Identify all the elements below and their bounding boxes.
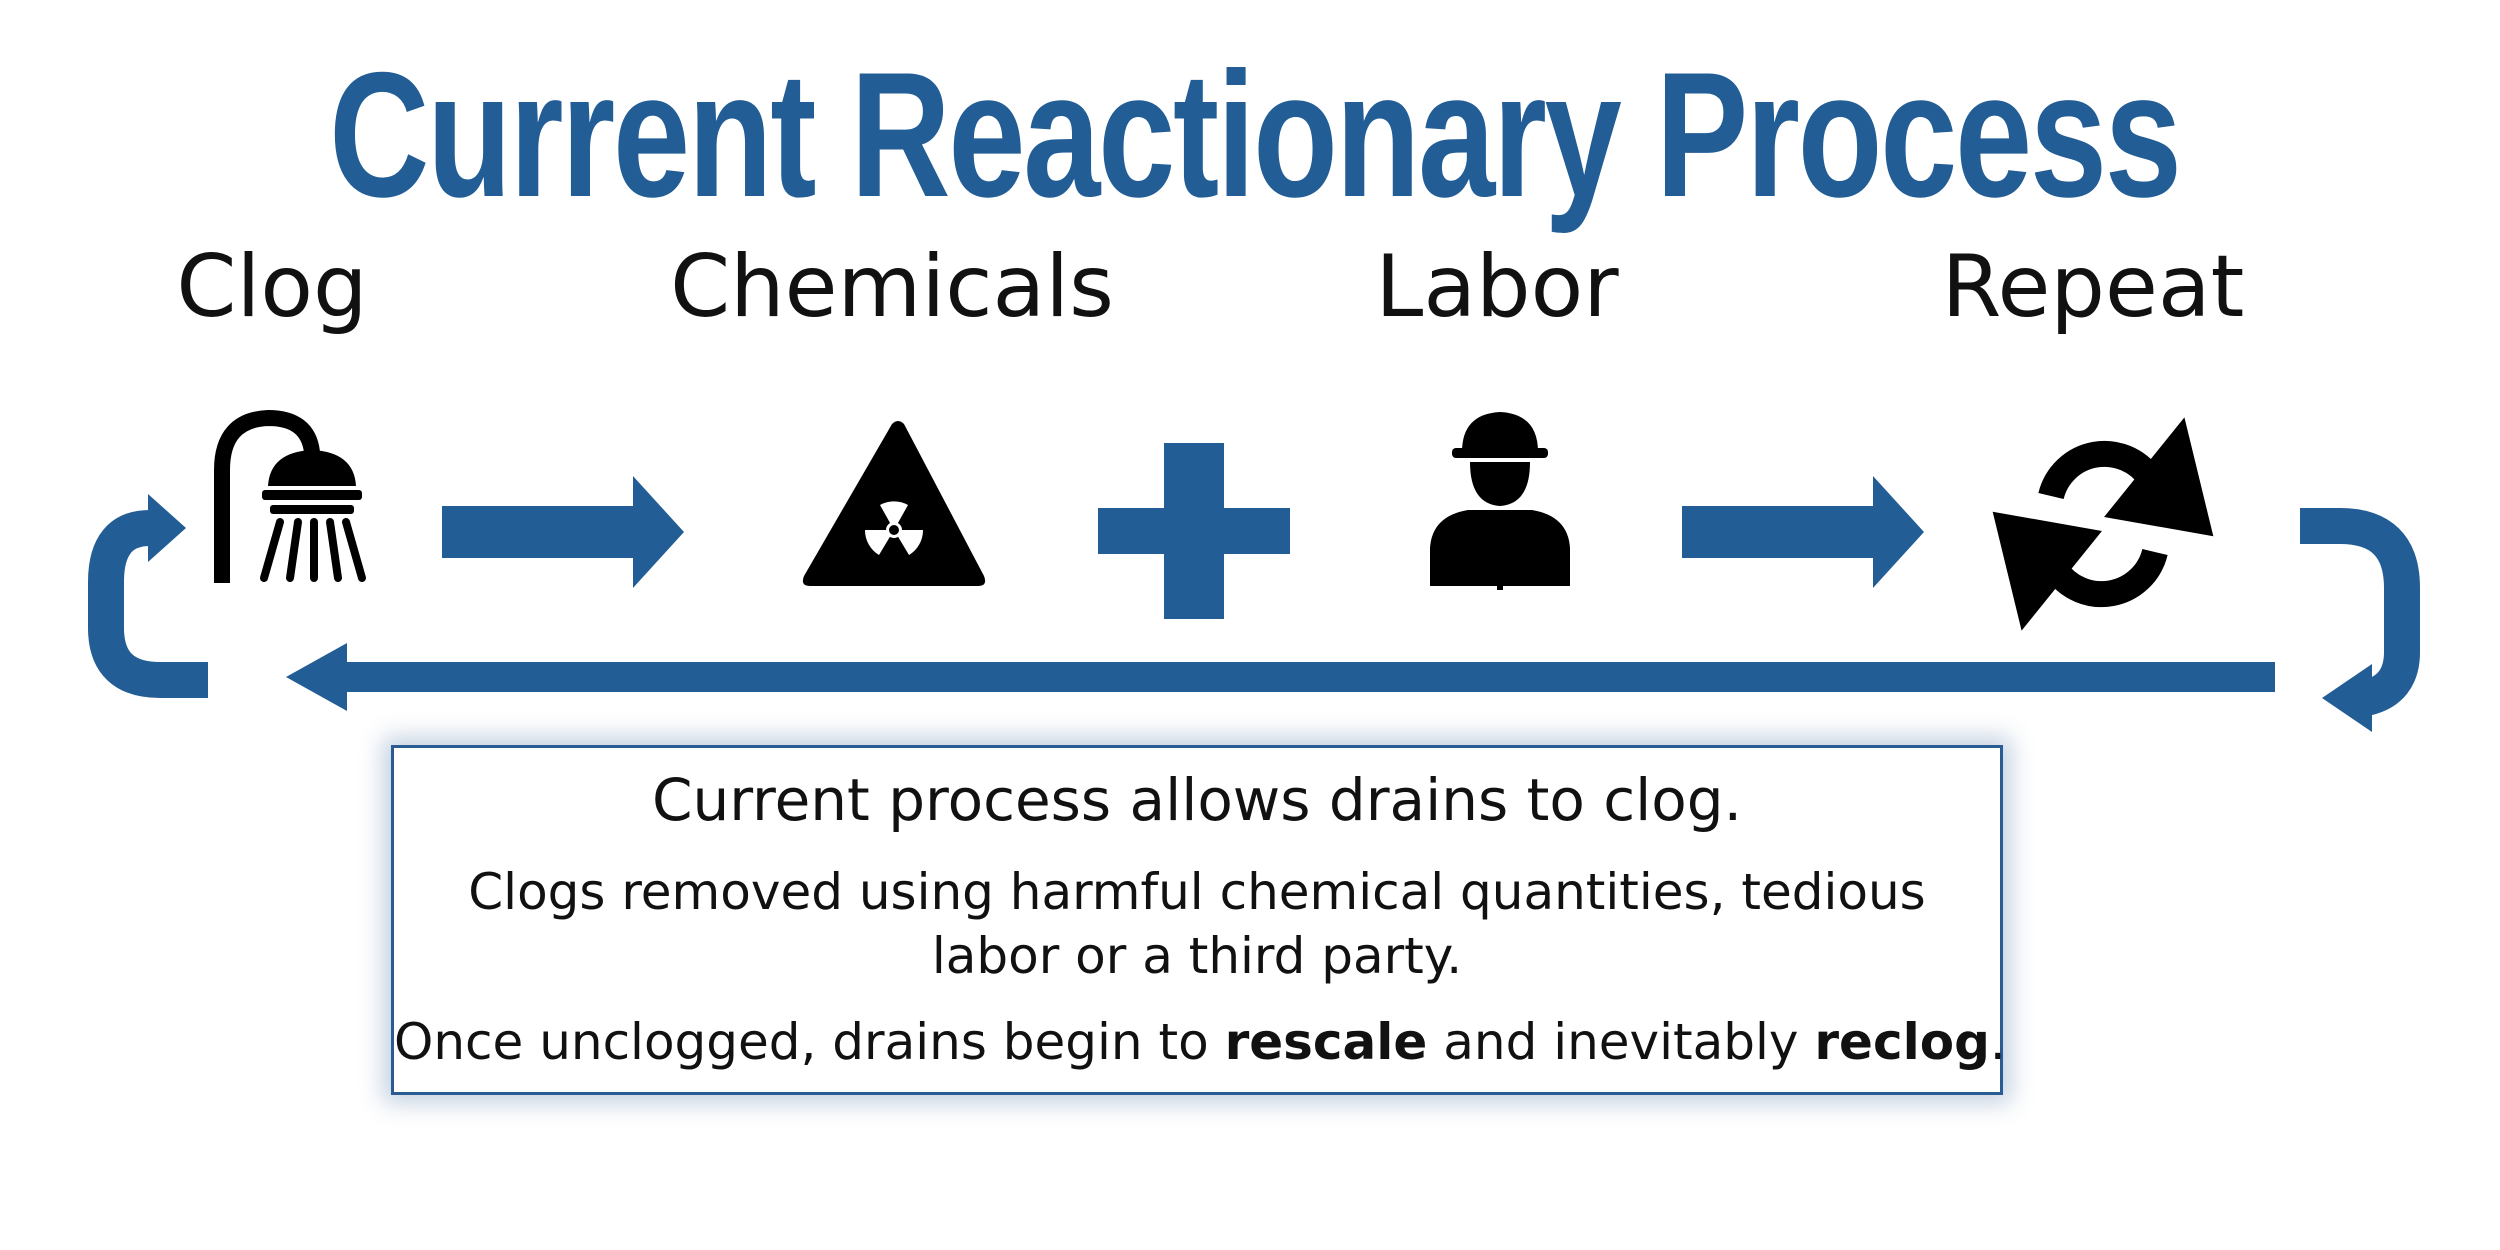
note-box: Current process allows drains to clog. C… bbox=[391, 745, 2006, 1095]
page-title: Current Reactionary Process bbox=[329, 35, 2182, 234]
shower-head-icon bbox=[214, 409, 366, 583]
hard-hat-brim bbox=[1452, 448, 1548, 458]
shower-plate-lower bbox=[270, 505, 354, 514]
shower-plate bbox=[262, 490, 362, 500]
shower-head-dome bbox=[268, 450, 356, 486]
loop-back-arrow bbox=[88, 494, 2420, 732]
hard-hat bbox=[1462, 412, 1538, 452]
refresh-arrowhead-bottom bbox=[1992, 511, 2102, 631]
emphasis-reclog: reclog bbox=[1814, 1013, 1990, 1071]
right-loop-curve bbox=[2300, 508, 2420, 716]
note-final-part1: Once unclogged, drains begin to bbox=[394, 1013, 1225, 1071]
note-heading: Current process allows drains to clog. bbox=[651, 766, 1743, 834]
trefoil-center bbox=[889, 525, 899, 535]
right-loop-arrowhead bbox=[2322, 664, 2372, 732]
shower-water-streams bbox=[260, 518, 366, 582]
step-label-clog: Clog bbox=[176, 237, 368, 337]
safety-vest-lines bbox=[1459, 510, 1541, 590]
plus-horizontal-bar bbox=[1098, 508, 1290, 554]
refresh-arc-bottom bbox=[2045, 548, 2168, 608]
emphasis-rescale: rescale bbox=[1224, 1013, 1428, 1071]
refresh-cycle-icon bbox=[1992, 417, 2214, 631]
arrow-right-1 bbox=[442, 476, 684, 588]
step-label-chemicals: Chemicals bbox=[670, 237, 1114, 337]
step-label-labor: Labor bbox=[1375, 237, 1619, 337]
note-final-part3: . bbox=[1989, 1013, 2006, 1071]
note-body: Clogs removed using harmful chemical qua… bbox=[468, 863, 1926, 985]
return-arrow bbox=[286, 643, 2275, 711]
shower-pipe bbox=[214, 409, 320, 583]
construction-worker-icon bbox=[1430, 412, 1570, 590]
left-loop-arrowhead bbox=[148, 494, 186, 562]
refresh-arc-top bbox=[2038, 440, 2161, 500]
left-loop-curve bbox=[88, 510, 208, 698]
refresh-arrowhead-top bbox=[2104, 417, 2214, 537]
radiation-trefoil bbox=[864, 501, 924, 555]
plus-icon bbox=[1098, 443, 1290, 619]
note-final-part2: and inevitably bbox=[1427, 1013, 1815, 1071]
arrow-right-2 bbox=[1682, 476, 1924, 588]
step-label-repeat: Repeat bbox=[1941, 237, 2245, 337]
note-final: Once unclogged, drains begin to rescale … bbox=[394, 1010, 2006, 1074]
radiation-warning-icon bbox=[802, 421, 986, 586]
worker-head bbox=[1470, 462, 1530, 506]
